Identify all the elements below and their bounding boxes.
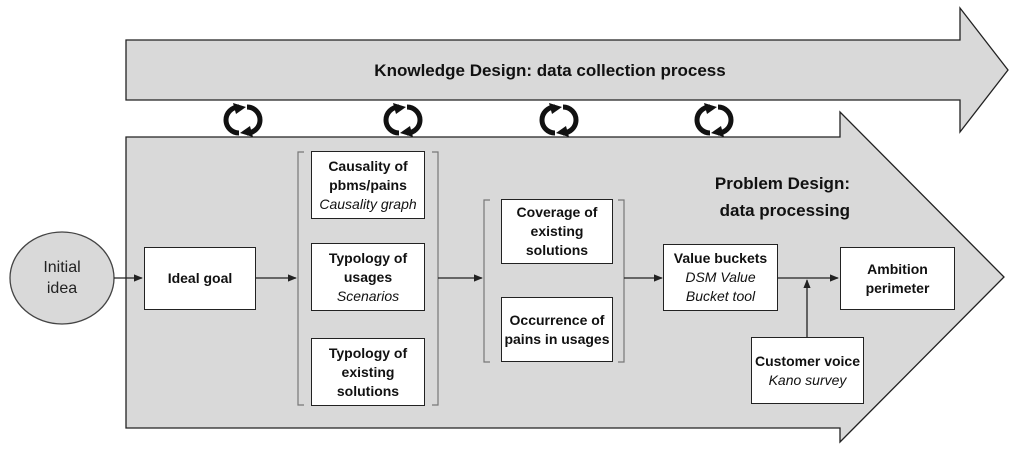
- usages-title-line1: Typology of: [328, 249, 408, 266]
- knowledge-design-arrow: [125, 6, 1009, 134]
- initial-idea-line2: idea: [46, 280, 78, 297]
- problem-design-label-line2: data processing: [719, 201, 850, 220]
- coverage-title-line2: existing: [530, 223, 584, 239]
- causality-subtitle: Causality graph: [319, 195, 417, 212]
- ambition-perimeter-box: Ambition perimeter: [840, 247, 955, 310]
- value-buckets-title: Value buckets: [673, 250, 768, 266]
- ambition-title-line2: perimeter: [865, 279, 930, 296]
- occurrence-box: Occurrence of pains in usages: [501, 297, 613, 362]
- bracket-group-2: [483, 199, 625, 363]
- ideal-goal-title: Ideal goal: [167, 270, 233, 286]
- ideal-goal-box: Ideal goal: [144, 247, 256, 310]
- value-buckets-subtitle-line1: DSM Value: [685, 269, 756, 285]
- value-buckets-subtitle-line2: Bucket tool: [685, 288, 756, 304]
- problem-design-label: Problem Design: data processing: [600, 170, 850, 224]
- usages-box: Typology of usages Scenarios: [311, 243, 425, 311]
- customer-voice-subtitle: Kano survey: [768, 371, 847, 388]
- existing-solutions-box: Typology of existing solutions: [311, 338, 425, 406]
- usages-title-line2: usages: [343, 268, 393, 285]
- initial-idea-line1: Initial: [43, 259, 81, 276]
- problem-design-label-line1: Problem Design:: [714, 174, 850, 193]
- causality-title-line1: Causality of: [328, 157, 408, 174]
- usages-subtitle: Scenarios: [336, 287, 400, 304]
- knowledge-design-label: Knowledge Design: data collection proces…: [374, 61, 726, 80]
- causality-box: Causality of pbms/pains Causality graph: [311, 151, 425, 219]
- cycle-icon: [694, 103, 734, 137]
- initial-idea-label: Initial idea: [17, 257, 107, 299]
- existing-title-line1: Typology of: [328, 344, 408, 361]
- occurrence-title-line2: pains in usages: [504, 330, 610, 347]
- cycle-icon: [539, 103, 579, 137]
- occurrence-title-line1: Occurrence of: [509, 311, 605, 328]
- ambition-title-line1: Ambition: [867, 260, 928, 277]
- value-buckets-box: Value buckets DSM Value Bucket tool: [663, 244, 778, 311]
- cycle-icon: [223, 103, 263, 137]
- existing-title-line3: solutions: [336, 382, 400, 399]
- existing-title-line2: existing: [341, 363, 395, 380]
- customer-voice-box: Customer voice Kano survey: [751, 337, 864, 404]
- causality-title-line2: pbms/pains: [329, 176, 407, 193]
- coverage-box: Coverage of existing solutions: [501, 199, 613, 264]
- customer-voice-title: Customer voice: [754, 352, 861, 369]
- coverage-title-line3: solutions: [525, 242, 589, 258]
- coverage-title-line1: Coverage of: [516, 204, 598, 220]
- cycle-icon: [383, 103, 423, 137]
